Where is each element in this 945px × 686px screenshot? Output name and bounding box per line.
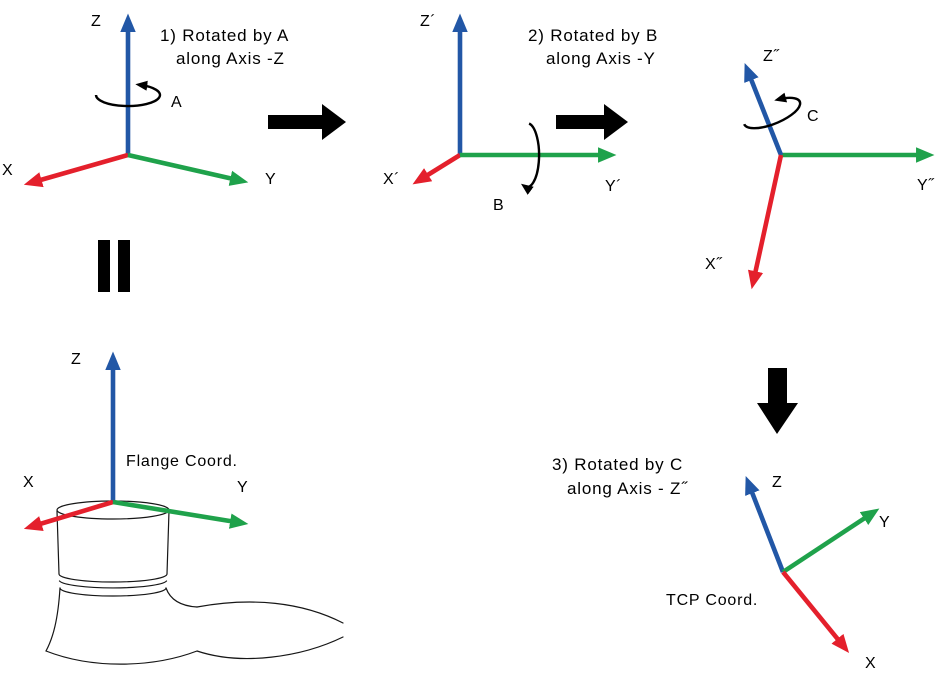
step2-x-label: X´ — [383, 171, 400, 188]
panel-flange: Z X Y Flange Coord. — [23, 351, 344, 665]
step3-x-label: X˝ — [705, 256, 723, 273]
tcp-y-axis — [781, 508, 880, 574]
arm-top-contour — [196, 601, 344, 624]
step3-z-label: Z˝ — [763, 48, 780, 65]
panel-tcp: 3) Rotated by C along Axis - Z˝ Z Y X TC… — [552, 455, 890, 672]
step3-y-label: Y˝ — [917, 177, 935, 194]
step1-rotation-arc — [94, 80, 162, 108]
step1-rotation-label: A — [171, 94, 182, 111]
tcp-x-axis — [781, 570, 850, 653]
step2-z-label: Z´ — [420, 13, 436, 30]
transition-arrow-2-icon — [556, 104, 628, 140]
panel-step2: 2) Rotated by B along Axis -Y Z´ X´ Y´ B — [383, 13, 658, 214]
flange-sketch — [45, 500, 344, 665]
wrist-right-contour — [165, 587, 198, 608]
panel-step1: 1) Rotated by A along Axis -Z Z X Y A — [2, 13, 289, 188]
step1-title-line2: along Axis -Z — [176, 49, 285, 68]
flange-side-right — [166, 510, 170, 575]
flange-side-left — [56, 510, 60, 575]
flange-x-axis — [23, 499, 114, 531]
step2-y-label: Y´ — [605, 178, 622, 195]
arm-bottom-contour — [45, 636, 344, 665]
flange-band-3 — [59, 587, 167, 597]
step2-title-line1: 2) Rotated by B — [528, 26, 658, 45]
step1-x-label: X — [2, 162, 13, 179]
equivalence-symbol — [98, 240, 130, 292]
tcp-caption: TCP Coord. — [666, 592, 758, 609]
tcp-z-axis — [745, 475, 786, 573]
step1-x-axis — [23, 152, 129, 188]
flange-y-label: Y — [237, 479, 248, 496]
tcp-title-line1: 3) Rotated by C — [552, 455, 683, 474]
flange-band-2 — [58, 580, 168, 589]
flange-z-label: Z — [71, 351, 81, 368]
step2-rotation-arc — [520, 122, 541, 195]
step3-z-axis — [744, 63, 784, 156]
wrist-left-contour — [45, 587, 61, 652]
step1-y-label: Y — [265, 171, 276, 188]
flange-x-label: X — [23, 474, 34, 491]
tcp-x-label: X — [865, 655, 876, 672]
tcp-z-label: Z — [772, 474, 782, 491]
equivalence-bar-left — [98, 240, 110, 292]
tcp-y-label: Y — [879, 514, 890, 531]
step1-title-line1: 1) Rotated by A — [160, 26, 289, 45]
flange-caption: Flange Coord. — [126, 453, 238, 470]
step3-x-axis — [748, 154, 784, 290]
step2-title-line2: along Axis -Y — [546, 49, 656, 68]
flange-y-axis — [112, 499, 249, 529]
step3-rotation-label: C — [807, 108, 819, 125]
equivalence-bar-right — [118, 240, 130, 292]
step2-rotation-label: B — [493, 197, 504, 214]
step2-x-axis — [412, 153, 462, 185]
panel-step3: Z˝ X˝ Y˝ C — [705, 48, 935, 290]
step3-rotation-arc — [743, 92, 802, 130]
step1-y-axis — [127, 152, 249, 186]
step1-z-label: Z — [91, 13, 101, 30]
flange-band-1 — [58, 573, 168, 583]
step3-rotation-arc-group — [743, 92, 802, 130]
tcp-title-line2: along Axis - Z˝ — [567, 479, 688, 498]
transition-arrow-down-icon — [757, 368, 798, 434]
transition-arrow-1-icon — [268, 104, 346, 140]
